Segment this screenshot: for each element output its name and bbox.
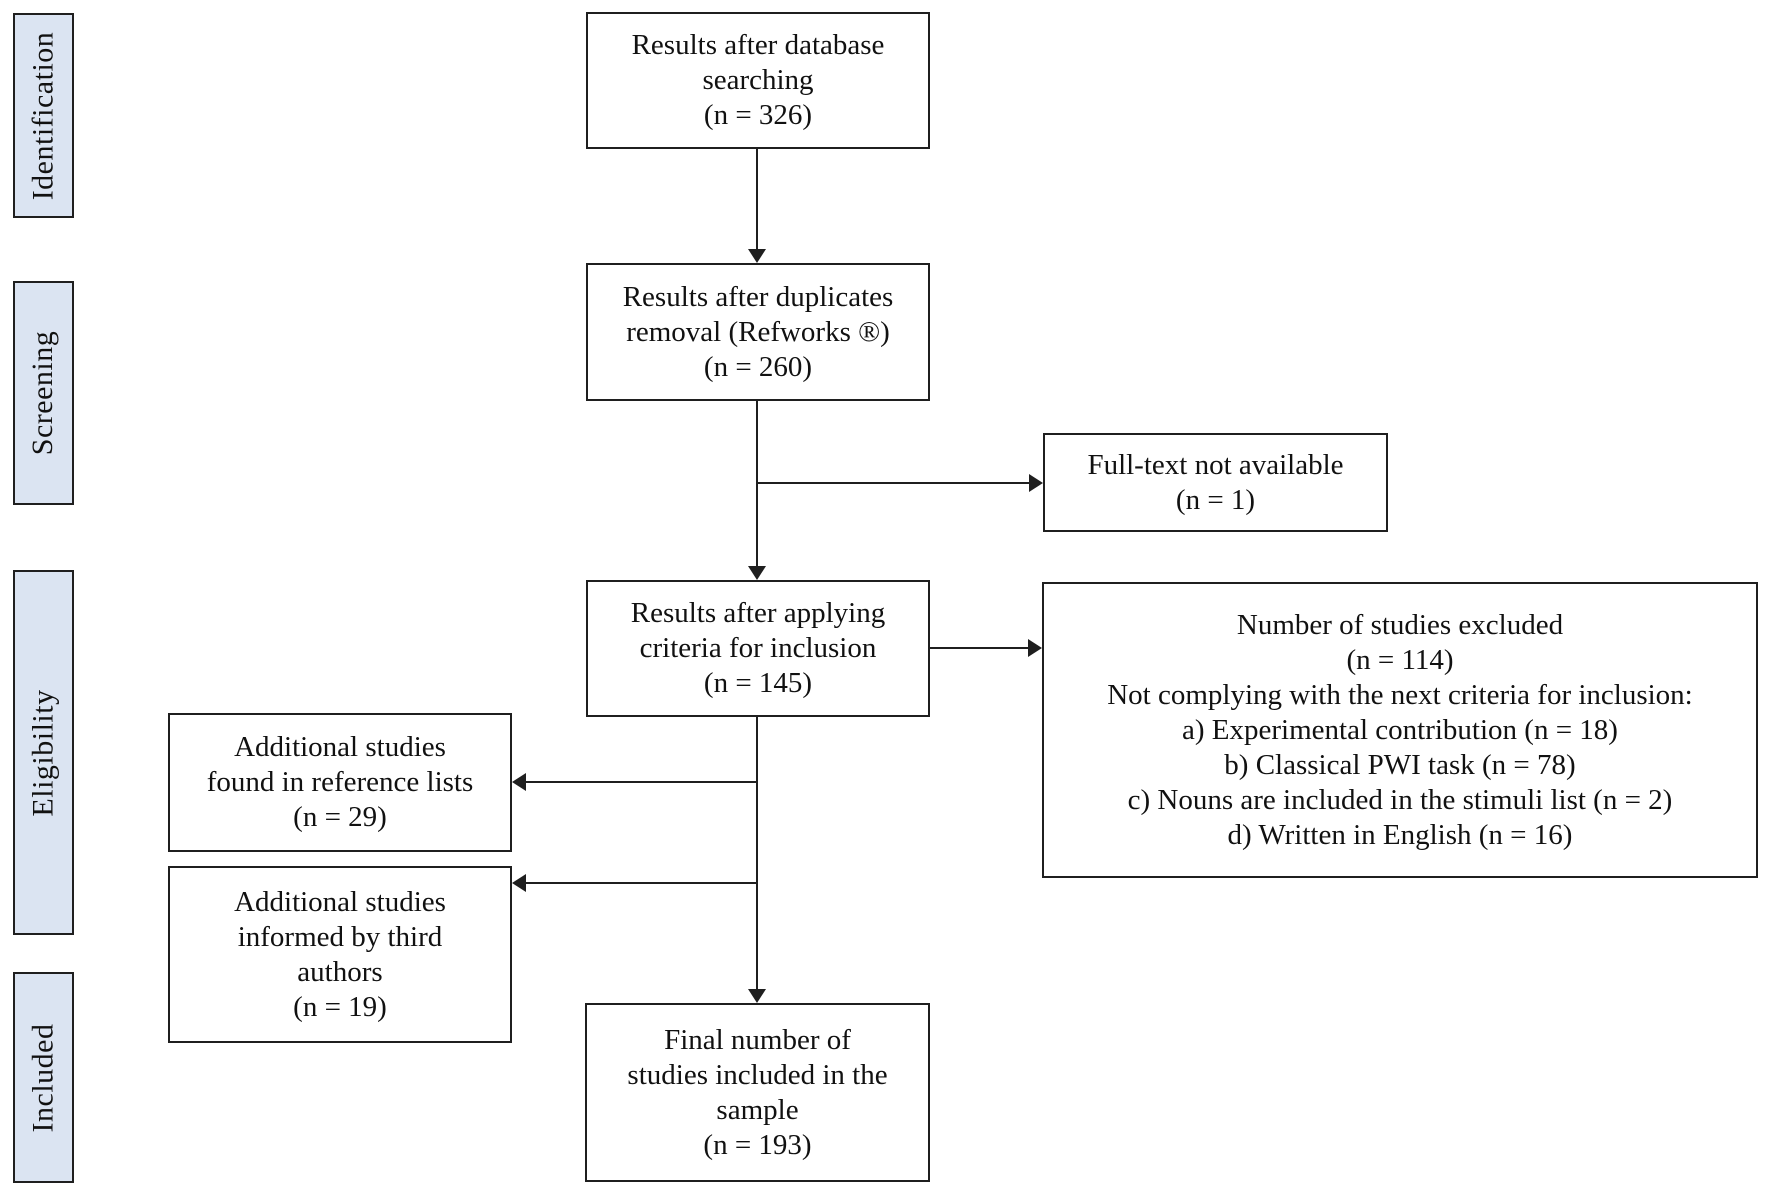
box-fulltext-unavailable: Full-text not available (n = 1) [1043,433,1388,532]
box-studies-excluded: Number of studies excluded (n = 114) Not… [1042,582,1758,878]
arrow-search-to-duplicates-head [748,249,766,263]
box-studies-excluded-text: Number of studies excluded (n = 114) Not… [1107,608,1693,851]
box-reference-lists-text: Additional studies found in reference li… [206,731,474,833]
stage-eligibility-label: Eligibility [26,688,60,817]
stage-screening: Screening [13,281,74,505]
stage-screening-label: Screening [26,330,60,456]
arrow-search-to-duplicates-line [756,149,758,249]
arrow-to-reference-lists-line [526,781,757,783]
box-database-search-text: Results after database searching (n = 32… [631,29,885,131]
arrow-to-excluded-head [1028,639,1042,657]
stage-included: Included [13,972,74,1183]
box-duplicates-removal-text: Results after duplicates removal (Refwor… [622,280,894,383]
box-final-sample-text: Final number of studies included in the … [627,1023,888,1161]
stage-eligibility: Eligibility [13,570,74,935]
box-fulltext-unavailable-text: Full-text not available (n = 1) [1087,448,1344,516]
box-third-authors: Additional studies informed by third aut… [168,866,512,1043]
box-duplicates-removal: Results after duplicates removal (Refwor… [586,263,930,401]
stage-identification: Identification [13,13,74,218]
arrow-to-fulltext-head [1029,474,1043,492]
arrow-to-reference-lists-head [512,773,526,791]
arrow-to-excluded-line [930,647,1028,649]
box-final-sample: Final number of studies included in the … [585,1003,930,1182]
stage-included-label: Included [26,1023,60,1132]
box-database-search: Results after database searching (n = 32… [586,12,930,149]
arrow-to-fulltext-line [757,482,1029,484]
box-third-authors-text: Additional studies informed by third aut… [234,885,446,1023]
arrow-criteria-to-final-head [748,989,766,1003]
arrow-to-third-authors-head [512,874,526,892]
arrow-duplicates-to-criteria-head [748,566,766,580]
stage-identification-label: Identification [26,31,60,200]
arrow-to-third-authors-line [526,882,757,884]
box-inclusion-criteria: Results after applying criteria for incl… [586,580,930,717]
arrow-criteria-to-final-line [756,717,758,989]
box-reference-lists: Additional studies found in reference li… [168,713,512,852]
box-inclusion-criteria-text: Results after applying criteria for incl… [630,597,886,699]
